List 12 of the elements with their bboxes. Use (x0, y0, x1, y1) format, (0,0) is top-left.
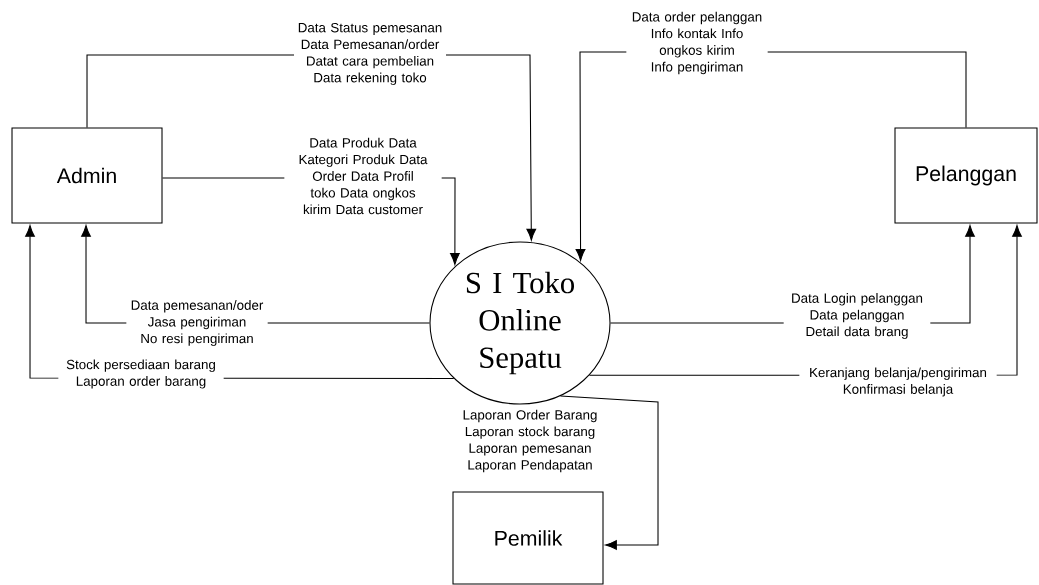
external-entity-box: Admin (11, 127, 163, 224)
edge-label: Data order pelanggan Info kontak Info ongkos kirim Info pengiriman (626, 10, 768, 76)
edge-label: Data pemesanan/oder Jasa pengiriman No resi pengiriman (126, 298, 268, 348)
arrow (559, 395, 659, 550)
edge-label: Stock persediaan barang Laporan order barang (58, 358, 224, 390)
edge-label: Data Status pemesanan Data Pemesanan/order Datat cara pembelian Data rekening toko (294, 21, 446, 87)
external-entity-box: Pelanggan (894, 127, 1038, 224)
edge-label: Data Produk Data Kategori Produk Data Order Data Profil toko Data ongkos kirim Data customer (284, 136, 442, 216)
edge-label: Keranjang belanja/pengiriman Konfirmasi belanja (799, 366, 997, 398)
edge-label: Laporan Order Barang Laporan stock barang Laporan pemesanan Laporan Pendapatan (455, 408, 605, 474)
edge-label: Data Login pelanggan Data pelanggan Detail data brang (783, 291, 931, 341)
external-entity-box: Pemilik (452, 491, 604, 585)
